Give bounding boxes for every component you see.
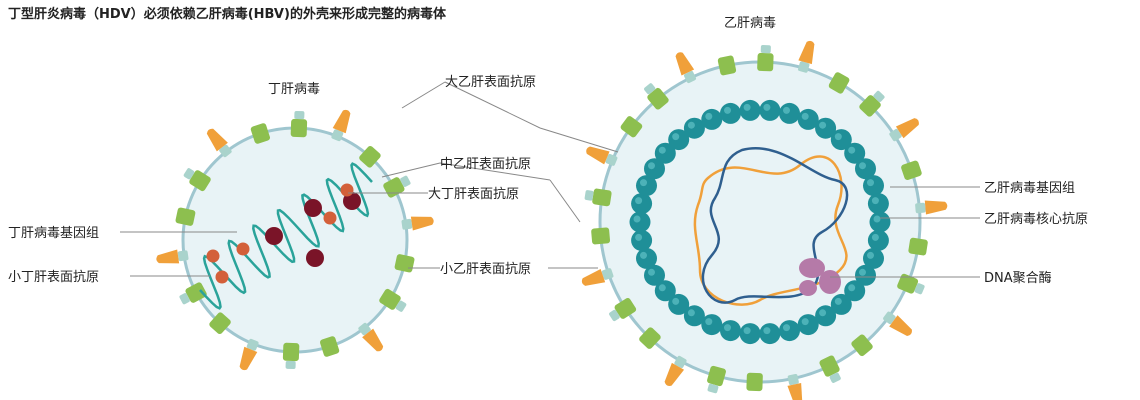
- hbv-surface-protein: [828, 72, 850, 94]
- core-antigen-bead: [720, 320, 741, 342]
- hbv-surface-protein: [746, 372, 763, 392]
- hbv-surface-protein: [707, 365, 726, 394]
- core-antigen-bead: [867, 229, 889, 251]
- hbv-surface-protein: [915, 200, 948, 215]
- large-delta-antigen: [265, 227, 283, 245]
- hdv-surface-proteins: [156, 109, 434, 371]
- hbv-surface-protein: [859, 90, 885, 117]
- hbv-surface-protein: [675, 52, 697, 84]
- hdv-genome-helix: [199, 162, 373, 310]
- hbv-surface-protein: [787, 373, 803, 400]
- label-large-hdag: 大丁肝表面抗原: [428, 187, 519, 202]
- leader-lines: [120, 81, 980, 278]
- hdv-surface-protein: [156, 249, 189, 264]
- core-antigen-bead: [863, 175, 884, 197]
- core-antigen-bead: [720, 102, 741, 124]
- hbv-dna-strand-blue: [701, 147, 849, 304]
- hbv-surface-protein: [908, 237, 928, 256]
- core-antigen-bead: [779, 320, 800, 342]
- label-small-hbsag: 小乙肝表面抗原: [440, 262, 531, 277]
- hbv-surface-protein: [586, 146, 618, 166]
- hbv-surface-proteins: [581, 40, 948, 400]
- small-delta-antigen: [236, 242, 250, 256]
- hbv-surface-protein: [581, 268, 614, 286]
- hbv-surface-protein: [883, 311, 912, 336]
- core-antigen-bead: [636, 247, 657, 269]
- hdv-surface-protein: [183, 168, 211, 192]
- small-delta-antigen: [215, 270, 229, 284]
- hdv-surface-protein: [206, 128, 232, 158]
- core-antigen-bead: [631, 193, 653, 215]
- hdv-surface-protein: [179, 282, 207, 305]
- core-antigen-bead: [629, 211, 651, 233]
- hdv-surface-protein: [331, 109, 351, 142]
- small-delta-antigen: [206, 249, 220, 263]
- hbv-surface-protein: [897, 273, 925, 295]
- hdv-surface-protein: [209, 312, 231, 335]
- core-antigen-bead: [779, 102, 800, 124]
- hbv-surface-protein: [851, 334, 873, 357]
- large-delta-antigen: [306, 249, 324, 267]
- core-antigen-bead: [759, 323, 781, 345]
- label-hbv-core: 乙肝病毒核心抗原: [984, 212, 1088, 227]
- core-antigen-bead: [867, 193, 889, 215]
- label-large-hbsag: 大乙肝表面抗原: [445, 75, 536, 90]
- hdv-name-label: 丁肝病毒: [268, 82, 320, 97]
- hbv-surface-protein: [644, 83, 669, 110]
- hbv-surface-protein: [639, 327, 661, 349]
- hbv-surface-protein: [664, 355, 687, 386]
- label-middle-hbsag: 中乙肝表面抗原: [440, 157, 531, 172]
- hdv-surface-protein: [175, 207, 196, 226]
- hbv-surface-protein: [609, 297, 637, 322]
- small-delta-antigen: [323, 211, 337, 225]
- core-antigen-bead: [869, 211, 891, 233]
- hbv-surface-protein: [819, 355, 841, 383]
- diagram-title: 丁型肝炎病毒（HDV）必须依赖乙肝病毒(HBV)的外壳来形成完整的病毒体: [8, 6, 447, 22]
- core-antigen-bead: [631, 229, 653, 251]
- core-antigen-bead: [797, 314, 819, 336]
- hdv-surface-protein: [401, 216, 434, 231]
- hbv-surface-protein: [591, 227, 611, 245]
- hdv-surface-protein: [359, 145, 381, 168]
- hbv-surface-protein: [889, 118, 919, 142]
- dna-polymerase-shape: [799, 258, 841, 296]
- hdv-delta-antigens: [206, 183, 361, 284]
- hbv-virion: 乙肝病毒: [581, 16, 948, 400]
- hbv-surface-protein: [584, 188, 612, 207]
- hbv-name-label: 乙肝病毒: [724, 16, 776, 31]
- core-antigen-bead: [739, 323, 761, 345]
- hdv-surface-protein: [239, 338, 259, 371]
- label-small-hdag: 小丁肝表面抗原: [8, 270, 99, 285]
- large-delta-antigen: [343, 192, 361, 210]
- large-delta-antigen: [304, 199, 322, 217]
- label-dna-polymerase: DNA聚合酶: [984, 270, 1052, 286]
- small-delta-antigen: [340, 183, 354, 197]
- hbv-surface-protein: [798, 40, 815, 73]
- hbv-surface-protein: [620, 116, 643, 138]
- label-hdv-genome: 丁肝病毒基因组: [8, 226, 99, 241]
- hdv-surface-protein: [320, 336, 340, 357]
- hbv-surface-protein: [757, 44, 774, 72]
- hbv-core-capsid: [629, 99, 891, 345]
- hbv-surface-protein: [901, 160, 922, 180]
- hdv-surface-protein: [358, 322, 384, 352]
- core-antigen-bead: [701, 108, 723, 130]
- hdv-surface-protein: [282, 342, 300, 370]
- hdv-virion: 丁肝病毒: [156, 82, 434, 371]
- hdv-surface-protein: [250, 123, 270, 144]
- hdv-surface-protein: [379, 288, 407, 312]
- core-antigen-bead: [759, 99, 781, 121]
- label-hbv-genome: 乙肝病毒基因组: [984, 181, 1075, 196]
- hdv-surface-protein: [290, 110, 308, 138]
- hbv-surface-protein: [717, 55, 737, 76]
- core-antigen-bead: [739, 99, 761, 121]
